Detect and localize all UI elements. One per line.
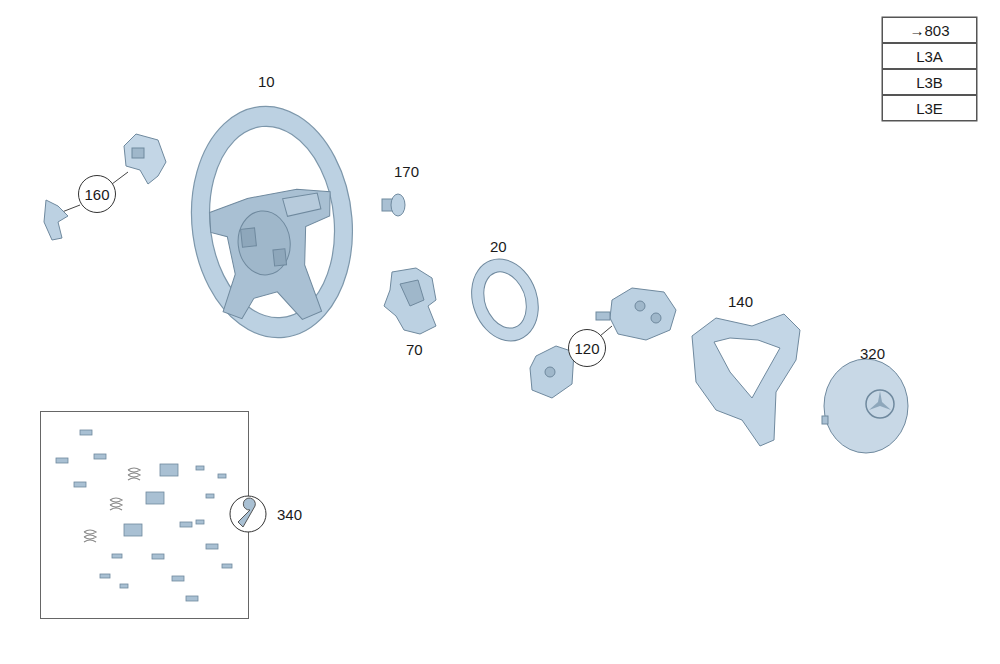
screw-kit-shape-shape xyxy=(160,464,178,476)
airbag xyxy=(822,359,908,453)
table-text: L3B xyxy=(916,74,943,91)
table-cell: →803 xyxy=(882,17,977,43)
part-number: 170 xyxy=(394,164,419,179)
screw-kit-shape xyxy=(56,430,232,601)
switch-units-shape xyxy=(610,288,676,340)
steering-wheel xyxy=(180,98,363,345)
contact-ring xyxy=(461,250,550,351)
screw-kit-shape-shape xyxy=(186,596,198,601)
screw-kit-shape-shape xyxy=(112,554,122,558)
part-number: 70 xyxy=(406,342,423,357)
table-text: →803 xyxy=(909,22,949,39)
airbag-shape xyxy=(822,416,828,424)
screw-kit-shape-shape xyxy=(206,494,214,498)
callout-number: 120 xyxy=(574,341,599,356)
shift-paddles-shape xyxy=(62,205,80,212)
screw-kit-shape xyxy=(238,498,255,527)
steering-wheel-shape xyxy=(282,193,321,217)
steering-wheel-shape xyxy=(235,208,293,277)
screw-kit-shape-shape xyxy=(152,554,164,559)
steering-wheel-shape xyxy=(180,98,363,345)
screw-kit-shape xyxy=(84,468,140,542)
switch-units-shape xyxy=(545,367,555,377)
screw-kit-shape-shape xyxy=(84,530,96,542)
screw-kit-shape-shape xyxy=(222,564,232,568)
screw-kit-shape xyxy=(230,496,266,532)
part-number: 10 xyxy=(258,74,275,89)
part-number: 320 xyxy=(860,346,885,361)
screw-kit-shape-shape xyxy=(120,584,128,588)
table-text: L3A xyxy=(916,48,943,65)
airbag-shape xyxy=(869,391,891,410)
steering-wheel-shape xyxy=(241,228,257,247)
screw-kit-shape-shape xyxy=(110,498,122,510)
steering-wheel-shape xyxy=(273,249,287,266)
table-text: L3E xyxy=(916,100,943,117)
switch-units-shape xyxy=(651,313,661,323)
screw-kit-shape-shape xyxy=(56,458,68,463)
switch-units-shape xyxy=(530,346,574,398)
table-cell: L3E xyxy=(882,95,977,121)
screw-kit xyxy=(41,412,267,619)
shift-paddles-shape xyxy=(112,172,128,184)
shift-paddles-shape xyxy=(44,200,68,240)
screw-kit-shape-shape xyxy=(124,524,142,536)
callout-circle: 160 xyxy=(78,175,116,213)
table-cell: L3B xyxy=(882,69,977,95)
screw-kit-shape-shape xyxy=(180,522,192,527)
screw-kit-shape-shape xyxy=(196,466,204,470)
bracket-shape xyxy=(400,280,424,306)
screw-kit-shape-shape xyxy=(128,468,140,480)
shift-paddles-shape xyxy=(124,134,166,184)
airbag-shape xyxy=(866,390,894,418)
screw-kit-shape-shape xyxy=(146,492,164,504)
switch-units-shape xyxy=(600,326,612,336)
steering-wheel-shape xyxy=(207,186,343,328)
screw-kit-shape-shape xyxy=(74,482,86,487)
table-cell: L3A xyxy=(882,43,977,69)
switch-units xyxy=(530,288,676,398)
trim-cover xyxy=(692,314,800,446)
bolt xyxy=(382,194,405,216)
bolt-shape xyxy=(391,194,405,216)
shift-paddles-shape xyxy=(132,148,144,158)
screw-kit-shape-shape xyxy=(100,574,110,578)
bracket-shape xyxy=(384,268,436,334)
screw-kit-shape-shape xyxy=(218,474,226,478)
table-frame xyxy=(882,17,977,121)
bracket xyxy=(384,268,436,334)
switch-units-shape xyxy=(635,301,645,311)
trim-cover-shape xyxy=(692,314,800,446)
screw-kit-shape xyxy=(41,412,249,619)
screw-kit-shape-shape xyxy=(80,430,92,435)
shift-paddles xyxy=(44,134,166,240)
part-number: 140 xyxy=(728,294,753,309)
callout-number: 160 xyxy=(84,187,109,202)
screw-kit-shape-shape xyxy=(94,454,106,459)
part-number: 340 xyxy=(277,507,302,522)
screw-kit-shape-shape xyxy=(206,544,218,549)
screw-kit-shape-shape xyxy=(172,576,184,581)
switch-units-shape xyxy=(596,312,610,320)
callout-circle: 120 xyxy=(568,329,606,367)
contact-ring-shape xyxy=(461,250,550,351)
screw-kit-shape-shape xyxy=(196,520,204,524)
airbag-shape xyxy=(824,359,908,453)
part-number: 20 xyxy=(490,239,507,254)
